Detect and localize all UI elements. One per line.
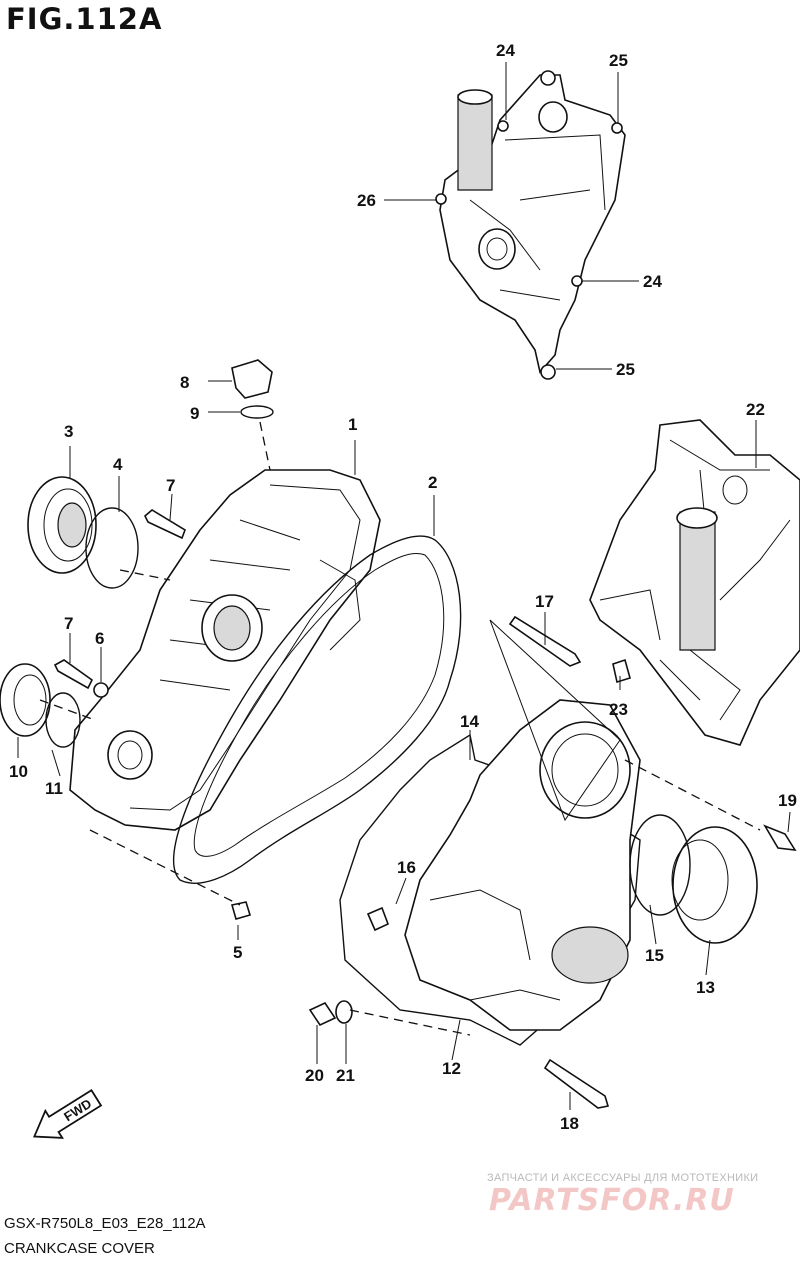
callout-19: 19 <box>778 791 797 810</box>
callout-24-lower: 24 <box>643 272 662 291</box>
callout-18: 18 <box>560 1114 579 1133</box>
washer-21 <box>335 1000 353 1024</box>
part-10-seal <box>0 663 51 737</box>
dowel-23 <box>612 658 631 684</box>
fwd-arrow-icon: FWD <box>32 1088 103 1139</box>
part-4-o-ring <box>85 507 139 589</box>
part-11-o-ring <box>45 692 81 748</box>
bolt-19 <box>763 824 797 851</box>
watermark-logo: PARTSFOR.RU <box>489 1183 735 1218</box>
figure-title: FIG.112A <box>6 2 163 36</box>
alignment-lines <box>39 421 761 1036</box>
bolt-7-lower <box>53 659 94 690</box>
callout-9: 9 <box>190 404 199 423</box>
callout-24-upper: 24 <box>496 41 515 60</box>
part-22-cover <box>589 419 800 746</box>
part-15-o-ring <box>629 814 691 916</box>
callout-12: 12 <box>442 1059 461 1078</box>
callout-20: 20 <box>305 1066 324 1085</box>
leader-lines <box>17 62 791 1110</box>
callout-7-upper: 7 <box>166 476 175 495</box>
callout-26: 26 <box>357 191 376 210</box>
callout-4: 4 <box>113 455 123 474</box>
part-2-gasket-inner <box>193 553 445 857</box>
dowel-5 <box>230 901 252 920</box>
bolt-7-upper <box>144 509 186 540</box>
dowel-16 <box>366 906 390 932</box>
part-13-round-cover <box>672 826 758 944</box>
callout-15: 15 <box>645 946 664 965</box>
part-2-gasket <box>172 535 462 884</box>
callout-16: 16 <box>397 858 416 877</box>
watermark-caption: ЗАПЧАСТИ И АКСЕССУАРЫ ДЛЯ МОТОТЕХНИКИ <box>487 1172 759 1184</box>
callout-2: 2 <box>428 473 437 492</box>
callout-labels: 1 2 3 4 5 6 7 7 8 9 10 11 12 13 14 15 16… <box>9 41 797 1133</box>
callout-6: 6 <box>95 629 104 648</box>
section-name: CRANKCASE COVER <box>4 1240 155 1257</box>
o-ring-9 <box>240 405 274 419</box>
callout-22: 22 <box>746 400 765 419</box>
oil-filler-cap-8 <box>231 359 273 399</box>
callout-17: 17 <box>535 592 554 611</box>
callout-1: 1 <box>348 415 357 434</box>
callout-23: 23 <box>609 700 628 719</box>
callout-5: 5 <box>233 943 242 962</box>
part-12-clutch-cover <box>404 699 641 1031</box>
callout-10: 10 <box>9 762 28 781</box>
part-1-crankcase-cover <box>69 469 381 831</box>
callout-25-lower: 25 <box>616 360 635 379</box>
bolt-18 <box>543 1058 610 1109</box>
callout-14: 14 <box>460 712 479 731</box>
sprocket-cover-upper <box>435 70 626 380</box>
callout-21: 21 <box>336 1066 355 1085</box>
washer-6 <box>93 682 109 698</box>
bolt-20 <box>308 1001 337 1027</box>
callout-7-lower: 7 <box>64 614 73 633</box>
part-3-seal <box>27 476 97 574</box>
callout-8: 8 <box>180 373 189 392</box>
model-code: GSX-R750L8_E03_E28_112A <box>4 1215 206 1232</box>
callout-13: 13 <box>696 978 715 997</box>
callout-25-upper: 25 <box>609 51 628 70</box>
callout-3: 3 <box>64 422 73 441</box>
callout-11: 11 <box>45 779 63 798</box>
